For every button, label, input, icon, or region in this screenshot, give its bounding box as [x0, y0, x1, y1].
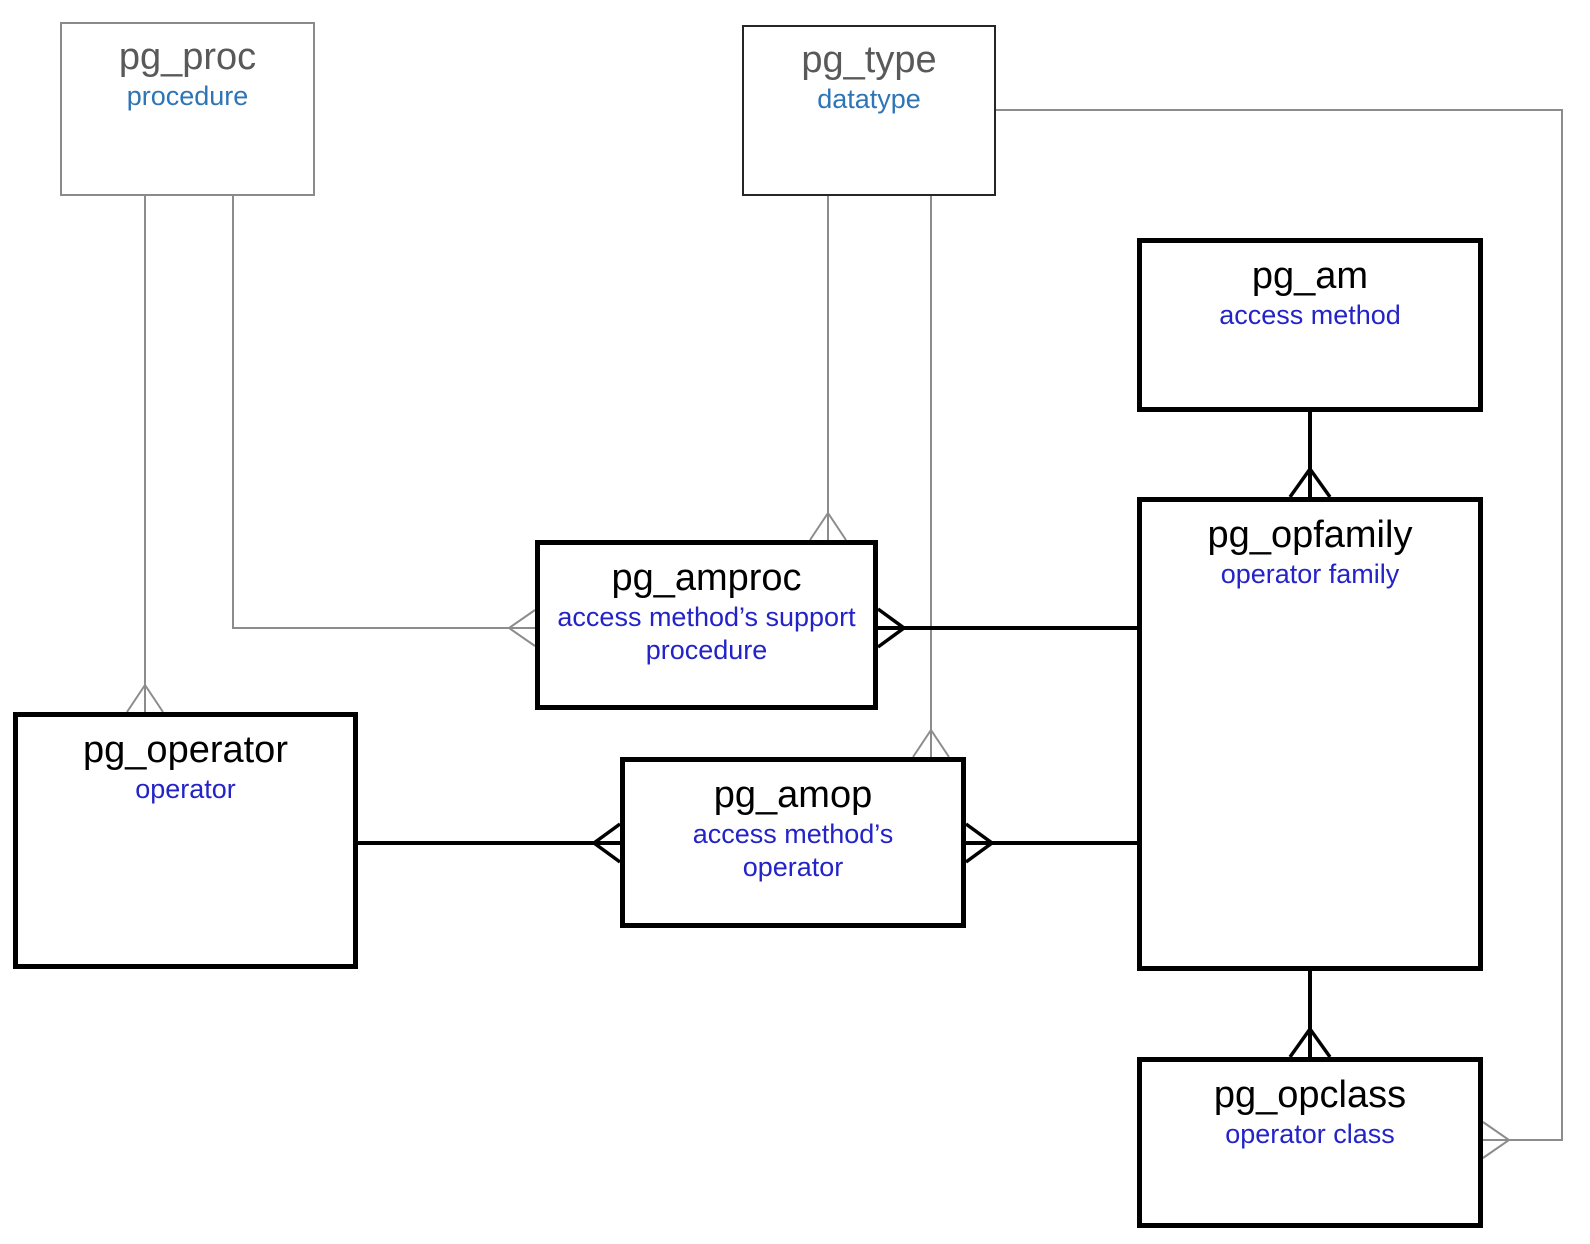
crowfoot-pg-opclass-top	[1288, 1025, 1332, 1059]
entity-pg-amop: pg_amop access method’s operator	[620, 757, 966, 928]
crowfoot-pg-amproc-left	[507, 609, 536, 647]
entity-pg-am: pg_am access method	[1137, 238, 1483, 412]
entity-pg-am-title: pg_am	[1251, 255, 1369, 297]
connector-pg-proc-to-pg-amproc	[232, 196, 535, 629]
entity-pg-amproc-title: pg_amproc	[611, 557, 802, 599]
entity-pg-opfamily-subtitle: operator family	[1220, 558, 1400, 589]
crowfoot-pg-amproc-right	[876, 607, 907, 649]
entity-pg-proc: pg_proc procedure	[60, 22, 315, 196]
entity-pg-proc-title: pg_proc	[118, 36, 257, 78]
entity-pg-amop-subtitle: access method’s operator	[692, 818, 894, 883]
entity-pg-operator-subtitle: operator	[135, 773, 236, 804]
entity-pg-opclass-title: pg_opclass	[1213, 1074, 1407, 1116]
entity-pg-operator: pg_operator operator	[13, 712, 358, 969]
entity-pg-operator-title: pg_operator	[83, 729, 288, 771]
entity-pg-am-subtitle: access method	[1219, 299, 1401, 330]
entity-pg-opfamily-title: pg_opfamily	[1207, 514, 1413, 556]
entity-pg-opclass-subtitle: operator class	[1225, 1118, 1395, 1149]
entity-pg-proc-subtitle: procedure	[126, 80, 249, 111]
entity-pg-amproc-subtitle: access method’s support procedure	[557, 601, 856, 666]
crowfoot-pg-amop-top	[912, 728, 950, 758]
entity-pg-type-subtitle: datatype	[817, 83, 921, 114]
crowfoot-pg-amop-left	[591, 822, 622, 864]
crowfoot-pg-opclass-right	[1482, 1121, 1511, 1159]
crowfoot-pg-operator-top	[126, 683, 164, 713]
entity-pg-amop-title: pg_amop	[713, 774, 873, 816]
crowfoot-pg-amproc-top	[809, 511, 847, 541]
connector-pg-type-to-pg-opclass	[996, 109, 1563, 1141]
entity-pg-opclass: pg_opclass operator class	[1137, 1057, 1483, 1228]
entity-pg-amproc: pg_amproc access method’s support proced…	[535, 540, 878, 710]
entity-pg-type: pg_type datatype	[742, 25, 996, 196]
entity-pg-type-title: pg_type	[801, 39, 937, 81]
crowfoot-pg-amop-right	[964, 822, 995, 864]
entity-pg-opfamily: pg_opfamily operator family	[1137, 497, 1483, 971]
crowfoot-pg-opfamily-top	[1288, 465, 1332, 499]
